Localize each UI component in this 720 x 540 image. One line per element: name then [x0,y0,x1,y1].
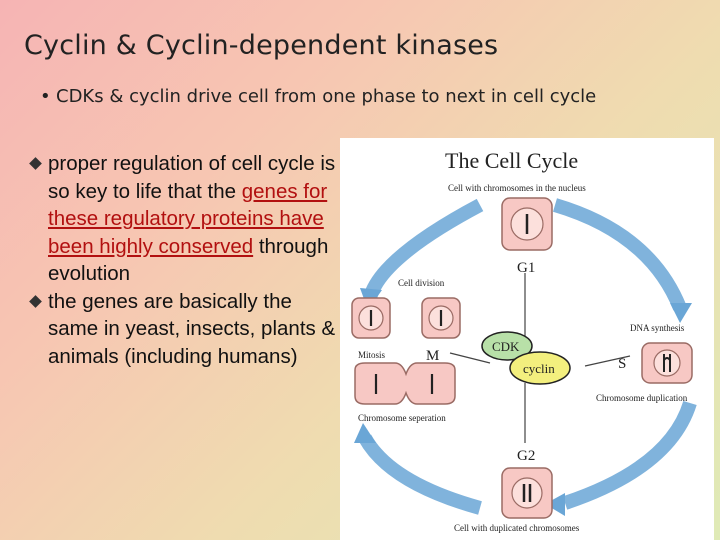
s-nucleus [653,349,681,377]
diamond-bullet-icon [29,157,42,170]
subtitle-bullet: •CDKs & cyclin drive cell from one phase… [40,86,596,107]
arrowhead-icon [670,303,692,323]
diamond-bullet-icon [29,294,42,308]
label-cdk: CDK [492,339,520,354]
pointer-line-s [584,355,631,367]
label-cell-division: Cell division [398,278,445,288]
point-2-text: the genes are basically the same in yeas… [48,289,336,368]
cdk-ellipse [481,331,533,361]
point-1-highlight: genes for these regulatory proteins have… [48,179,328,258]
label-dna-synthesis: DNA synthesis [630,323,685,333]
pointer-line-m [449,352,491,364]
label-s: S [618,356,626,372]
subtitle-text: CDKs & cyclin drive cell from one phase … [56,86,597,107]
arrow-g1-to-s [553,198,687,311]
point-1-text: proper regulation of cell cycle is so ke… [48,152,336,203]
arrowhead-icon [545,493,565,516]
arrow-g2-to-m [358,434,482,515]
label-cyclin: cyclin [523,361,555,376]
chromosome-icon [663,354,671,372]
label-chromosome-separation: Chromosome seperation [358,413,446,423]
label-g1: G1 [517,260,535,276]
separating-cell [354,362,456,405]
point-1-after: through evolution [48,234,329,286]
point-2: the genes are basically the same in yeas… [28,288,346,371]
arrowhead-icon [354,423,376,443]
body-text: proper regulation of cell cycle is so ke… [28,150,346,370]
cell-cycle-diagram: The Cell Cycle Cell with chromosomes in … [340,138,714,540]
point-1: proper regulation of cell cycle is so ke… [28,150,346,288]
arrow-s-to-g2 [562,400,697,510]
diagram-title: The Cell Cycle [445,148,578,173]
label-mitosis: Mitosis [358,350,386,360]
label-nucleus: Cell with chromosomes in the nucleus [448,183,586,193]
g2-nucleus [511,477,543,509]
arrow-mitosis-to-g1 [363,198,484,301]
label-chromosome-duplication: Chromosome duplication [596,393,688,403]
label-duplicated: Cell with duplicated chromosomes [454,523,580,533]
label-m: M [426,348,439,364]
cell-cycle-svg: The Cell Cycle Cell with chromosomes in … [351,148,697,533]
cyclin-ellipse [509,351,571,385]
label-g2: G2 [517,448,535,464]
bullet-dot-icon: • [40,86,51,107]
slide-title: Cyclin & Cyclin-dependent kinases [24,30,499,61]
